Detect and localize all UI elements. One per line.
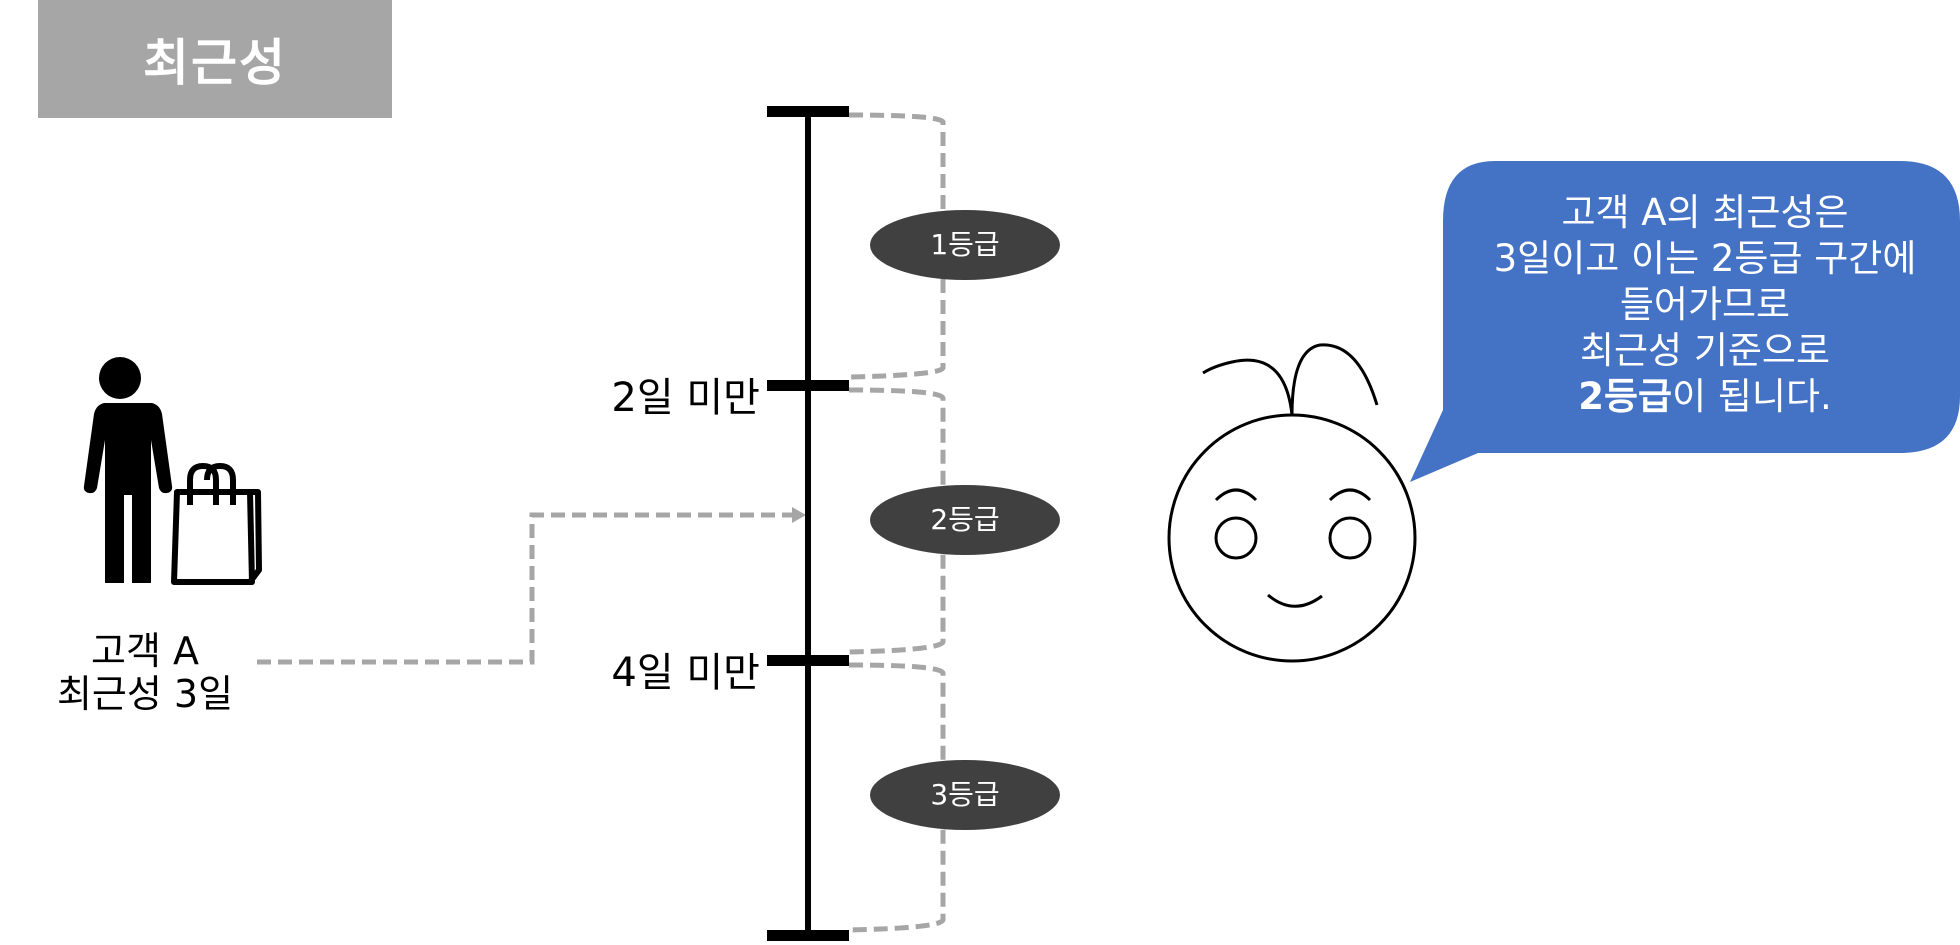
scale-tick-bottom <box>767 930 849 941</box>
bubble-line-3: 들어가므로 <box>1619 283 1791 326</box>
tick-label-4day: 4일 미만 <box>611 650 760 696</box>
person-icon <box>83 357 173 583</box>
scale-tick-top <box>767 106 849 117</box>
scale-tick-2day <box>767 380 849 391</box>
grade-2-label: 2등급 <box>930 503 999 536</box>
bubble-line-1: 고객 A의 최근성은 <box>1561 191 1849 234</box>
customer-to-axis-arrow <box>257 512 798 665</box>
grade-pill-3: 3등급 <box>870 760 1060 830</box>
arrow-head <box>792 507 806 523</box>
bubble-line-2: 3일이고 이는 2등급 구간에 <box>1493 237 1917 280</box>
page-title: 최근성 <box>143 34 287 92</box>
grade-1-label: 1등급 <box>930 228 999 261</box>
speech-bubble-text: 고객 A의 최근성은 3일이고 이는 2등급 구간에 들어가므로 최근성 기준으… <box>1440 190 1960 420</box>
tick-label-2day: 2일 미만 <box>611 375 760 421</box>
bubble-line-5: 2등급이 됩니다. <box>1440 374 1960 420</box>
speech-bubble <box>1410 161 1960 482</box>
customer-recency: 최근성 3일 <box>56 672 234 716</box>
title-banner: 최근성 <box>38 0 392 118</box>
character-face-icon <box>1167 343 1417 663</box>
shopping-bag-icon <box>171 463 262 585</box>
bubble-grade-bold: 2등급 <box>1578 375 1673 418</box>
grade-pill-2: 2등급 <box>870 485 1060 555</box>
bubble-line-4: 최근성 기준으로 <box>1579 329 1831 372</box>
grade-pill-1: 1등급 <box>870 210 1060 280</box>
scale-tick-4day <box>767 655 849 666</box>
bubble-line-5-rest: 이 됩니다. <box>1672 375 1832 418</box>
customer-name: 고객 A <box>91 629 199 673</box>
grade-3-label: 3등급 <box>930 778 999 811</box>
